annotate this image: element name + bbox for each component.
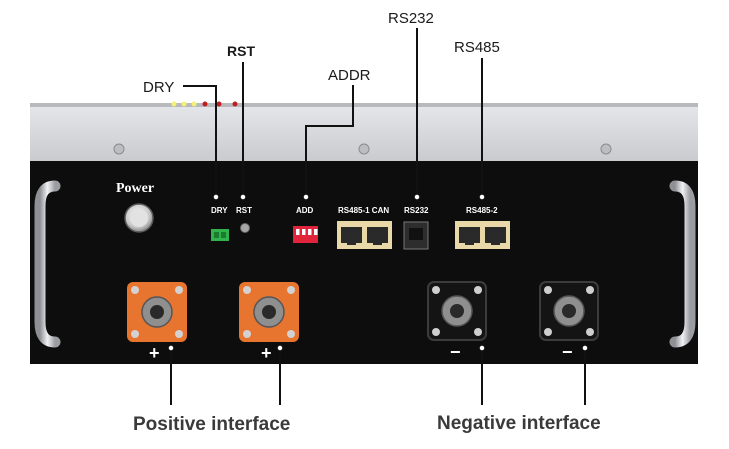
led-indicator: [232, 101, 238, 107]
power-label: Power: [116, 181, 154, 196]
led-indicator: [216, 101, 222, 107]
callout-addr: ADDR: [328, 67, 371, 84]
negative-terminal-2[interactable]: [539, 281, 599, 341]
reset-button[interactable]: [240, 223, 250, 233]
right-handle: [669, 180, 696, 348]
dry-label: DRY: [211, 206, 228, 215]
rs232-port[interactable]: [403, 221, 429, 250]
add-label: ADD: [296, 206, 314, 215]
dip-switch[interactable]: [293, 226, 318, 243]
dry-connector[interactable]: [211, 229, 229, 241]
plus-sign-1: +: [149, 343, 160, 363]
led-indicator: [181, 101, 187, 107]
top-cover: [30, 101, 698, 163]
callout-rst: RST: [227, 43, 255, 59]
minus-sign-2: −: [562, 342, 573, 362]
plus-sign-2: +: [261, 343, 272, 363]
rs485-can-label: RS485-1 CAN: [338, 206, 389, 215]
led-indicator: [171, 101, 177, 107]
rst-label: RST: [236, 206, 252, 215]
callout-markers: [167, 193, 589, 352]
negative-interface-caption: Negative interface: [437, 413, 601, 434]
cover-screw: [358, 143, 370, 155]
led-indicator: [191, 101, 197, 107]
callout-rs485: RS485: [454, 39, 500, 56]
positive-terminal-1[interactable]: [127, 282, 187, 342]
positive-terminal-2[interactable]: [239, 282, 299, 342]
rs232-label: RS232: [404, 206, 429, 215]
rs485-2-ports[interactable]: [455, 221, 510, 249]
callout-rs232: RS232: [388, 10, 434, 27]
callout-dry: DRY: [143, 79, 174, 96]
led-indicator: [202, 101, 208, 107]
rs485-can-ports[interactable]: [337, 221, 392, 249]
minus-sign-1: −: [450, 342, 461, 362]
positive-interface-caption: Positive interface: [133, 414, 290, 435]
cover-screw: [600, 143, 612, 155]
negative-terminal-1[interactable]: [427, 281, 487, 341]
callout-lines: [170, 28, 586, 405]
cover-screw: [113, 143, 125, 155]
power-button[interactable]: [124, 203, 154, 233]
left-handle: [34, 180, 61, 348]
rs485-2-label: RS485-2: [466, 206, 498, 215]
